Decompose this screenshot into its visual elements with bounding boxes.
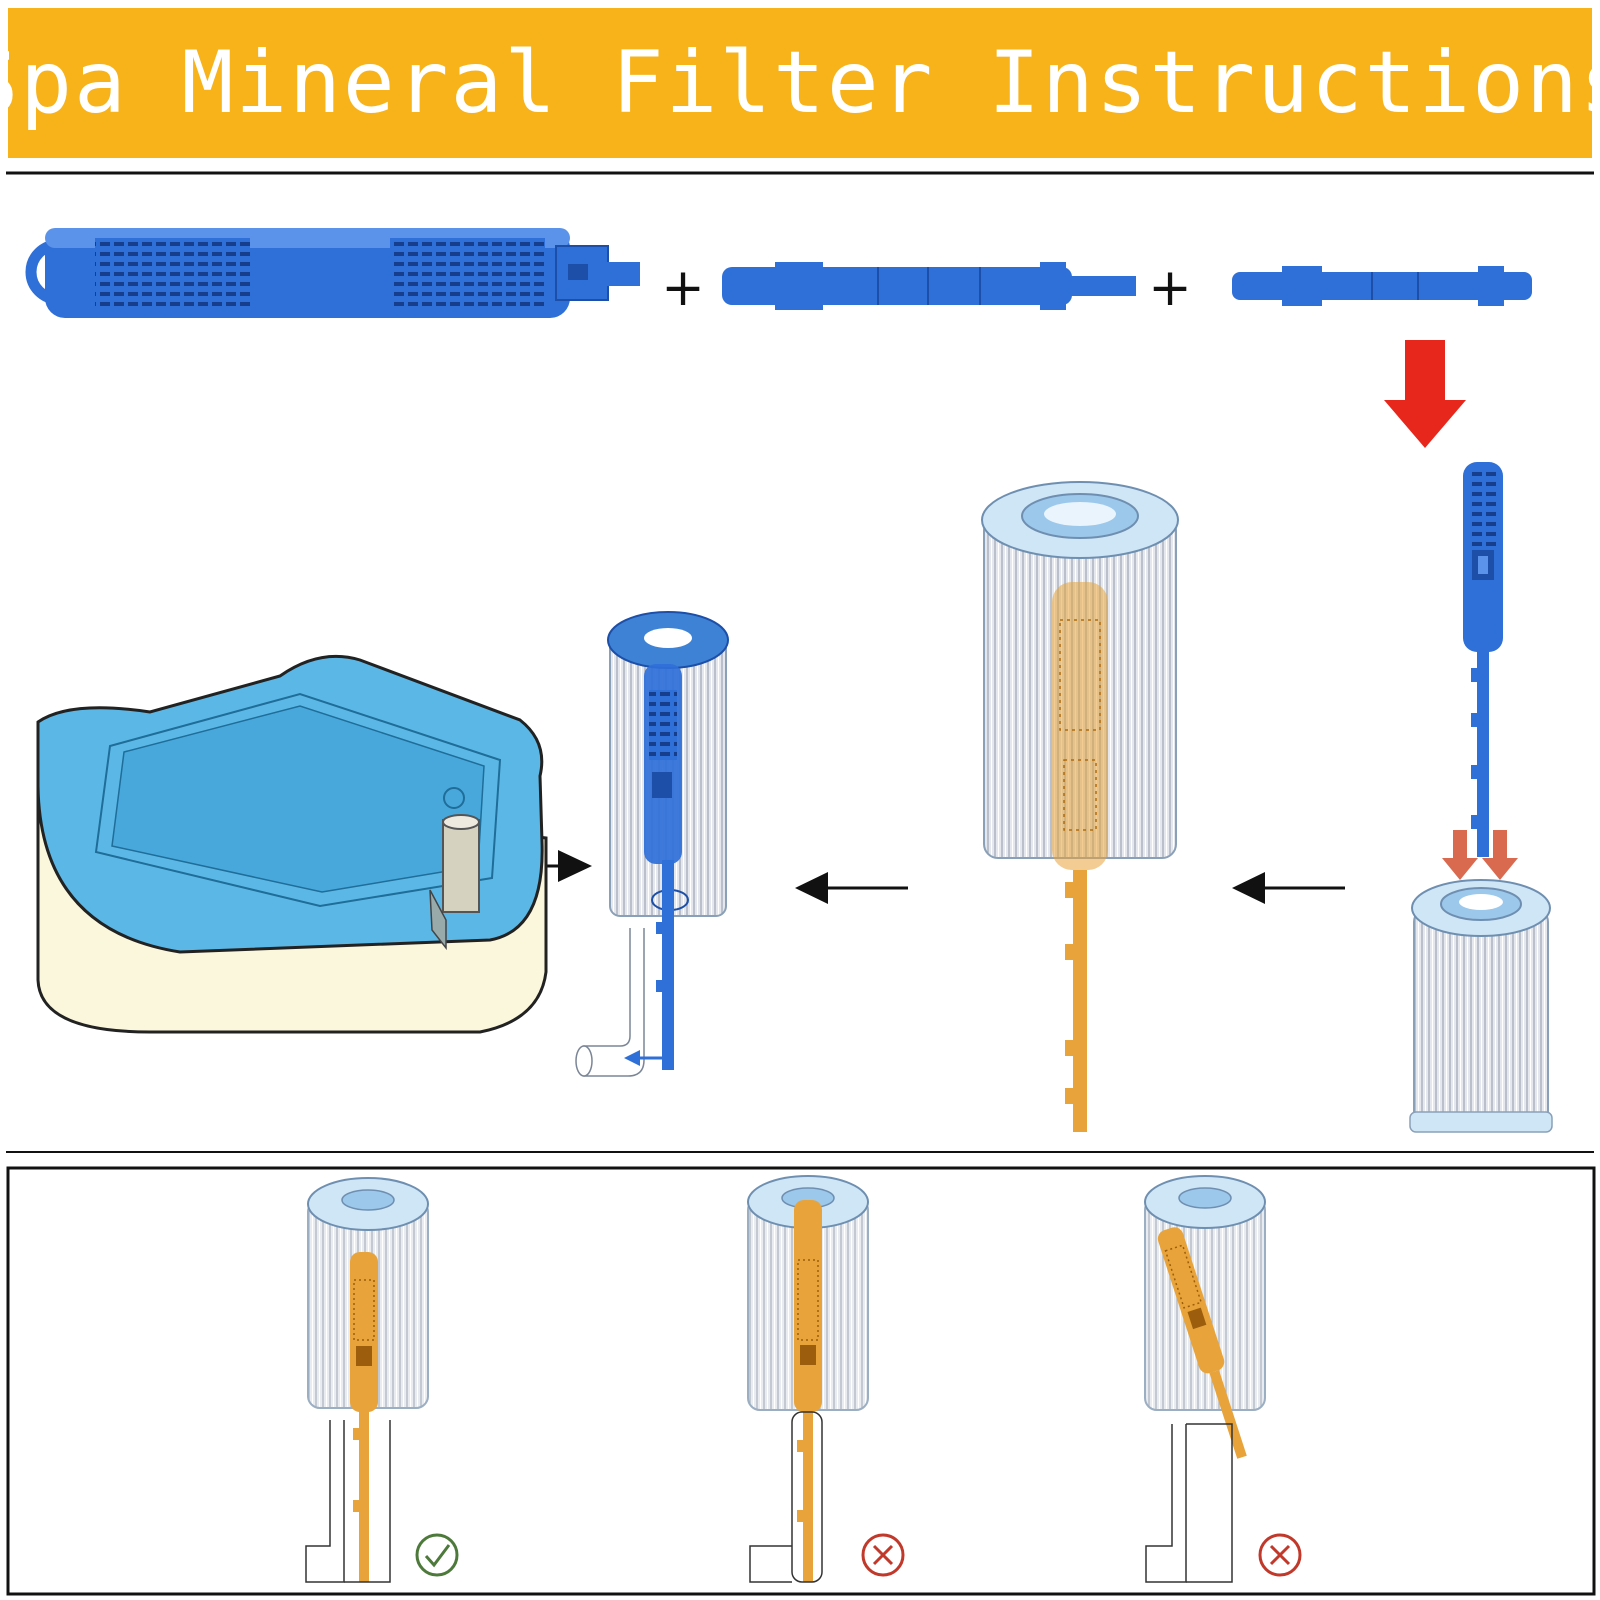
filter-installed-in-spa [576,612,728,1076]
assembled-stick-vertical [1463,462,1503,857]
correct-installation [306,1178,457,1582]
filter-cartridge-small [1410,880,1552,1132]
wrong-installation-straight-down [748,1176,903,1582]
extension-rod-long [722,262,1136,310]
filter-cartridge-large [982,482,1178,1132]
spa-tub [38,656,546,1032]
check-circle-icon [417,1535,457,1575]
mineral-stick [31,228,640,318]
left-arrow [1232,872,1345,904]
left-arrow [795,872,908,904]
red-down-arrow [1384,340,1466,448]
check-mark [426,1545,449,1565]
extension-rod-short [1232,266,1532,306]
plus-sign: + [1148,258,1192,318]
plus-sign: + [661,258,705,318]
wrong-installation-tilted [1145,1176,1300,1582]
